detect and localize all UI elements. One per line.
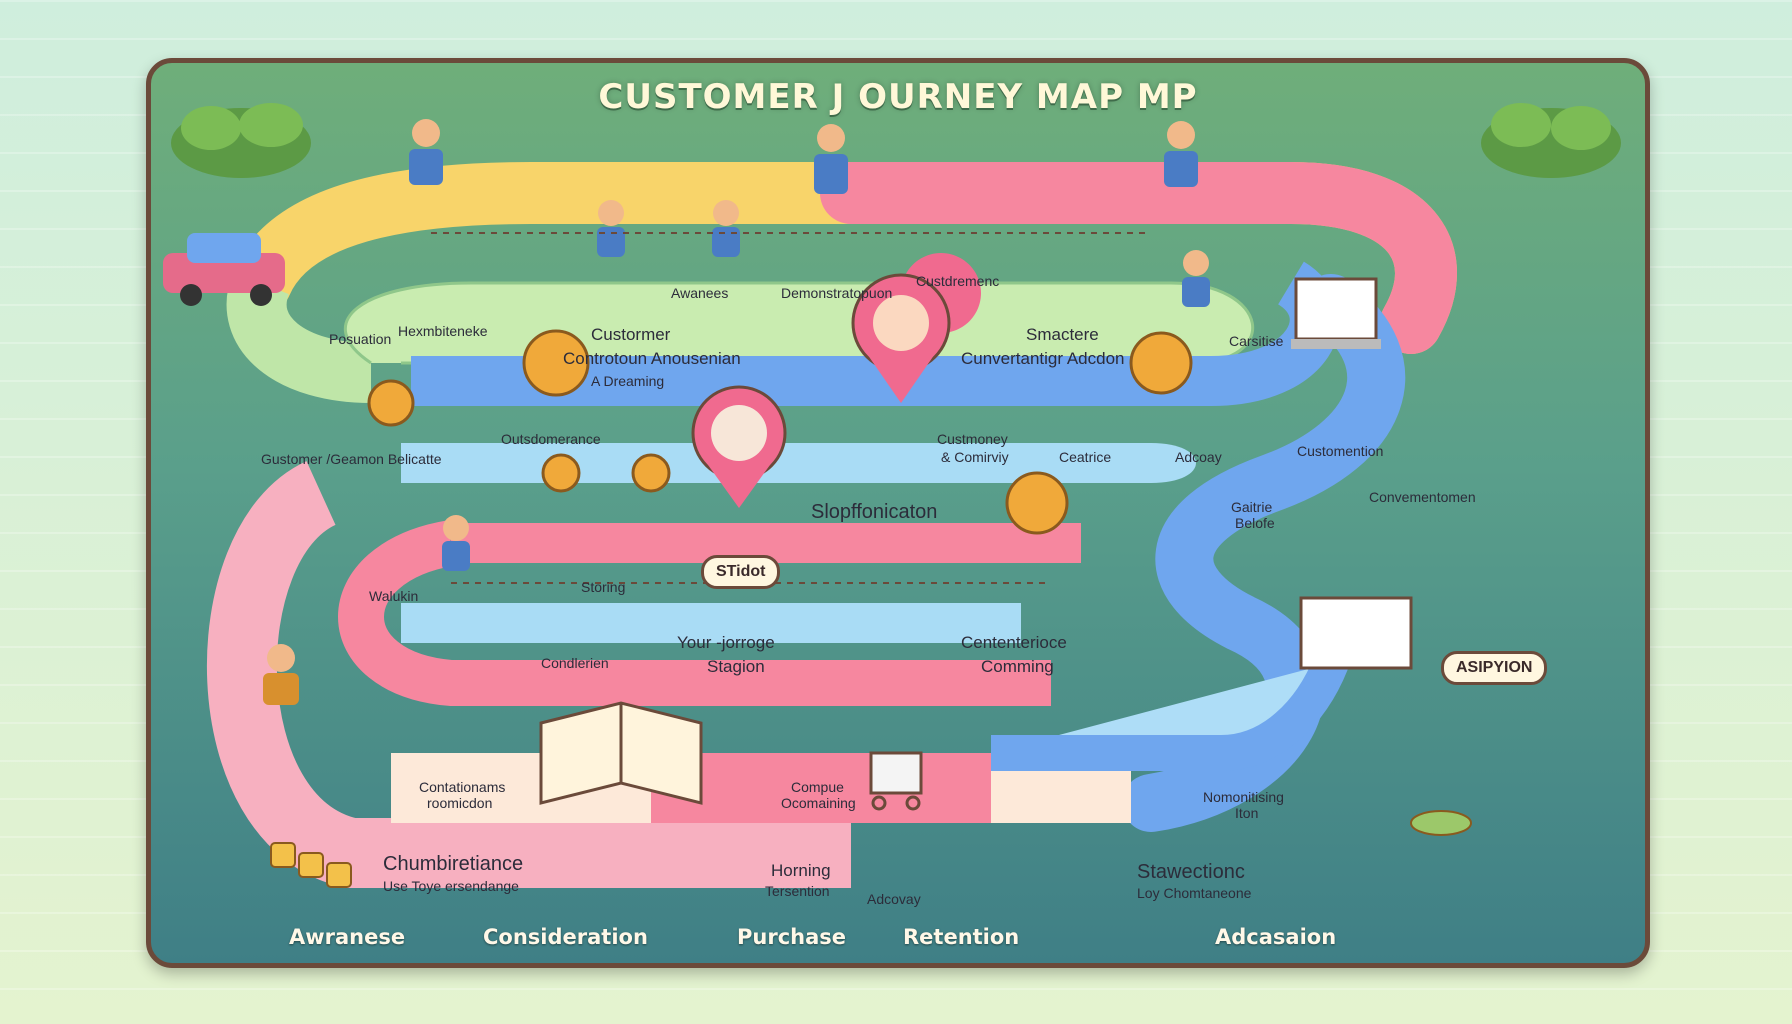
shopping-cart-icon <box>869 751 923 811</box>
label-cunvertantigr: Cunvertantigr Adcdon <box>961 349 1125 368</box>
label-gustomer-belicatte: Gustomer /Geamon Belicatte <box>261 451 442 467</box>
path-pink-curve <box>338 520 1051 706</box>
label-comirviy: & Comirviy <box>941 449 1009 465</box>
car-icon <box>163 233 285 306</box>
label-custmoney: Custmoney <box>937 431 1008 447</box>
label-your-jorroge: Your -jorroge <box>677 633 775 652</box>
label-outsdomerance: Outsdomerance <box>501 431 601 447</box>
label-walukin: Walukin <box>369 588 419 604</box>
stage-purchase: Purchase <box>737 925 847 949</box>
label-contationams: Contationams <box>419 779 506 795</box>
label-controtoun: Controtoun Anousenian <box>563 349 741 368</box>
laptop-icon <box>1291 277 1413 670</box>
path-pink-outer <box>206 461 851 888</box>
label-slopffonication: Slopffonicaton <box>811 501 938 523</box>
label-customer: Custormer <box>591 325 671 344</box>
book-icon <box>539 701 703 805</box>
stage-retention: Retention <box>903 925 1020 949</box>
label-horning: Horning <box>771 861 831 880</box>
label-roomicdon: roomicdon <box>427 795 493 811</box>
stage-awareness: Awranese <box>289 925 406 949</box>
label-iton: Iton <box>1235 805 1259 821</box>
label-centrice: Ceatrice <box>1059 449 1112 465</box>
label-chumbiretiance: Chumbiretiance <box>383 853 524 875</box>
bottom-blue <box>991 655 1348 771</box>
leaf-bush-icon <box>171 103 311 178</box>
label-ocomaining: Ocomaining <box>781 795 856 811</box>
label-gaitrie: Gaitrie <box>1231 499 1273 515</box>
label-stagion: Stagion <box>707 657 765 676</box>
label-hexmbiteneke: Hexmbiteneke <box>398 323 488 339</box>
label-use-toye: Use Toye ersendange <box>383 878 519 894</box>
band-lightblue <box>401 443 1196 483</box>
label-condlerien: Condlerien <box>541 655 609 671</box>
label-nomonitising: Nomonitising <box>1203 789 1284 805</box>
page-title: CUSTOMER J OURNEY MAP MP <box>598 77 1198 117</box>
journey-paths <box>163 103 1621 888</box>
label-compue: Compue <box>791 779 844 795</box>
label-adcovay: Adcovay <box>867 891 921 907</box>
label-loy-chomtaneone: Loy Chomtaneone <box>1137 885 1252 901</box>
band-lightblue-low <box>401 603 1021 643</box>
label-carsitise: Carsitise <box>1229 333 1284 349</box>
label-convementomen: Convementomen <box>1369 489 1476 505</box>
band-pink-middle <box>451 523 1081 563</box>
label-storing: Storing <box>581 579 626 595</box>
stage-consideration: Consideration <box>483 925 648 949</box>
label-belofe: Belofe <box>1235 515 1275 531</box>
badge-stidot: STidot <box>701 555 781 589</box>
path-pink-top <box>820 162 1457 354</box>
person-icon <box>263 119 1210 705</box>
label-adcoay: Adcoay <box>1175 449 1222 465</box>
label-demonstration: Demonstratopuon <box>781 285 893 301</box>
label-cententerioce: Cententerioce <box>961 633 1067 652</box>
badge-asipyion: ASIPYION <box>1441 651 1548 685</box>
label-tersention: Tersention <box>765 883 830 899</box>
coin-icon <box>270 810 1472 888</box>
stage-advocacy: Adcasaion <box>1215 925 1337 949</box>
gear-icon <box>367 329 1193 535</box>
label-smactere: Smactere <box>1026 325 1099 344</box>
label-custdremenc: Custdremenc <box>916 273 1000 289</box>
label-stawectionc: Stawectionc <box>1137 861 1245 883</box>
label-comming: Comming <box>981 657 1054 676</box>
label-customention: Customention <box>1297 443 1384 459</box>
leaf-bush-icon <box>1481 103 1621 178</box>
journey-map-board: CUSTOMER J OURNEY MAP MP Awanees Demonst… <box>146 58 1650 968</box>
location-pin-icon <box>691 253 981 508</box>
label-a-dreaming: A Dreaming <box>591 373 665 389</box>
label-awaness: Awanees <box>671 285 729 301</box>
label-posuation: Posuation <box>329 331 392 347</box>
